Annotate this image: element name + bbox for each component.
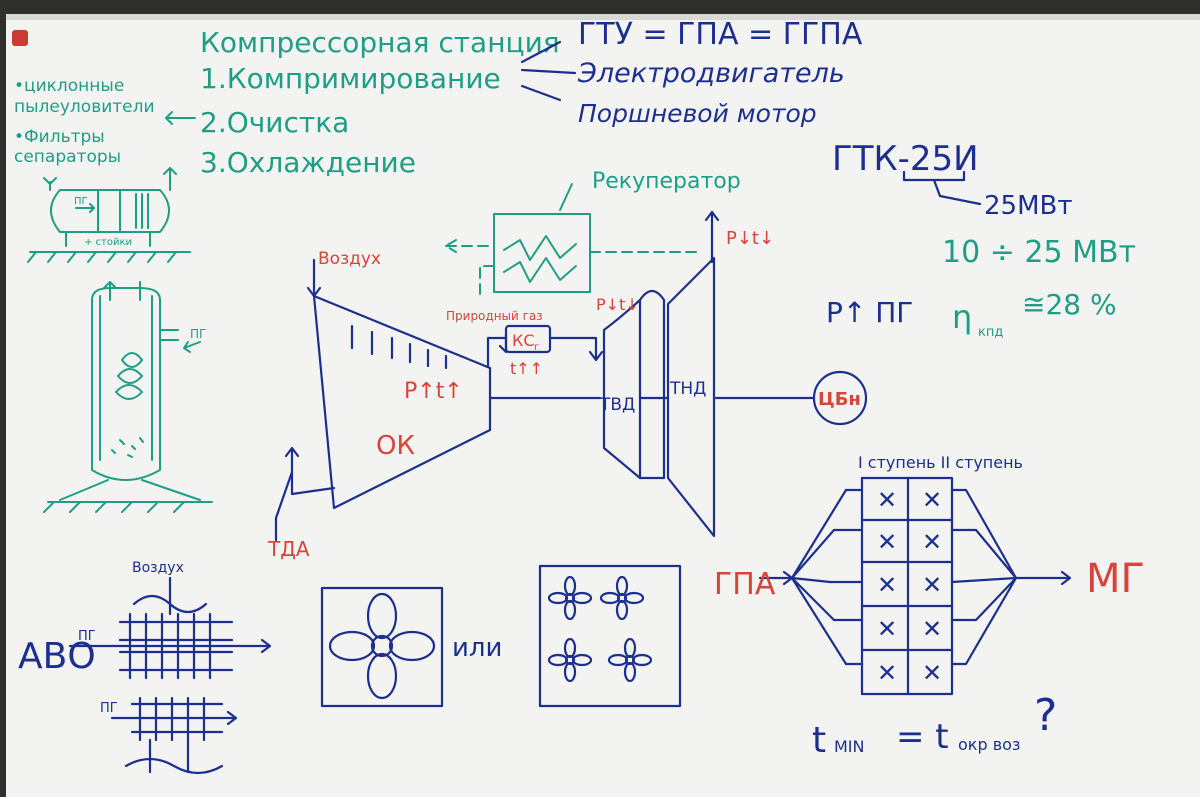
cooling-or: или: [452, 633, 502, 663]
header-item-3: 3.Охлаждение: [200, 146, 416, 179]
abo-air: Воздух: [132, 560, 184, 576]
drives-electric: Электродвигатель: [577, 58, 845, 89]
recuperator-label: Рекуператор: [592, 169, 741, 194]
gtk-model: ГТК-25И: [832, 139, 979, 179]
turbines: ТВД ТНД P↓t↓ P↓t↓: [596, 210, 774, 538]
stage-cell: ✕: [877, 659, 897, 687]
drives-gtu: ГТУ = ГПА = ГГПА: [578, 17, 863, 52]
abo-sup: ПГ: [78, 629, 96, 644]
stage-cell: ✕: [877, 486, 897, 514]
t-min: t: [812, 720, 826, 761]
stage-branches: [758, 488, 1072, 666]
fan-multiple: [538, 564, 682, 708]
stage-cell: ✕: [877, 528, 897, 556]
tvd-label: ТВД: [599, 395, 635, 415]
cleaning-filters-1: •Фильтры: [14, 127, 105, 147]
t-min-formula: t MIN = t окр воз ?: [812, 690, 1057, 761]
gtk-power: 25МВт: [984, 191, 1073, 221]
drives-brace: [520, 40, 577, 102]
tda-starter: ТДА: [267, 446, 336, 561]
gtk-pressure: P↑ ПГ: [826, 296, 913, 329]
board-magnet: [12, 30, 28, 46]
compressor-pt: P↑t↑: [404, 379, 463, 404]
tda-label: ТДА: [267, 537, 310, 561]
stage-cell: ✕: [877, 571, 897, 599]
kc-sub: г: [534, 342, 539, 353]
abo-label: АВО: [18, 636, 96, 677]
separator-stops: + стойки: [84, 237, 132, 248]
stage-cell: ✕: [922, 659, 942, 687]
gtk-efficiency-sub: кпд: [978, 325, 1003, 340]
recuperator: Рекуператор: [445, 169, 741, 301]
kc-temp: t↑↑: [510, 359, 543, 378]
gtk-efficiency: η: [952, 298, 972, 336]
abo2-pg: ПГ: [100, 701, 118, 716]
drives-piston: Поршневой мотор: [578, 99, 817, 128]
cleaning-cyclone-2: пылеуловители: [14, 97, 155, 117]
fan-single: [320, 586, 444, 708]
cleaning-arrow: [165, 111, 196, 125]
stage-grid: [860, 476, 954, 696]
air-cooler-abo: АВО ПГ Воздух ПГ: [18, 560, 272, 775]
cbn-label: ЦБн: [818, 389, 861, 410]
mg-label: МГ: [1086, 556, 1145, 602]
t-eq: = t: [896, 717, 949, 757]
question-mark: ?: [1034, 690, 1057, 741]
stage-cell: ✕: [922, 528, 942, 556]
separator-pg: ПГ: [74, 196, 88, 207]
separator-vessel: ПГ + стойки: [27, 167, 191, 263]
kc-label: КС: [512, 331, 535, 350]
gtk-brace: [902, 170, 982, 206]
t-min-sub: MIN: [834, 737, 865, 756]
compressor-ok-label: ОК: [376, 431, 415, 461]
gpa-label: ГПА: [714, 567, 776, 602]
stage-grid-cells: ✕ ✕ ✕ ✕ ✕ ✕ ✕ ✕ ✕ ✕: [877, 486, 942, 687]
cleaning-cyclone-1: •циклонные: [14, 76, 124, 96]
header-item-1: 1.Компримирование: [200, 62, 501, 95]
stage-cell: ✕: [922, 571, 942, 599]
gtk-efficiency-value: ≅28 %: [1022, 288, 1117, 321]
fuel-gas-label: Природный газ: [446, 309, 543, 323]
stage-cell: ✕: [877, 615, 897, 643]
header-item-2: 2.Очистка: [200, 106, 349, 139]
t-env-sub: окр воз: [958, 735, 1020, 754]
tnd-label: ТНД: [669, 379, 706, 399]
compressor-ok: Воздух P↑t↑ ОК: [306, 249, 492, 510]
cyclone-pg: ПГ: [190, 327, 206, 341]
turbine-pt-mid: P↓t↓: [596, 295, 639, 314]
stage-cell: ✕: [922, 615, 942, 643]
board-top-edge: [6, 14, 1200, 20]
gtk-range: 10 ÷ 25 МВт: [942, 235, 1136, 270]
stages-heading: I ступень II ступень: [858, 453, 1023, 472]
turbine-pt-out: P↓t↓: [726, 228, 774, 249]
cleaning-filters-2: сепараторы: [14, 147, 121, 167]
stage-cell: ✕: [922, 486, 942, 514]
header-title: Компрессорная станция: [200, 26, 560, 59]
air-label: Воздух: [318, 249, 381, 269]
cbn-pump: ЦБн: [812, 370, 868, 426]
combustion-chamber: КС г t↑↑ Природный газ: [446, 309, 604, 378]
cyclone-vessel: ПГ: [43, 281, 213, 513]
